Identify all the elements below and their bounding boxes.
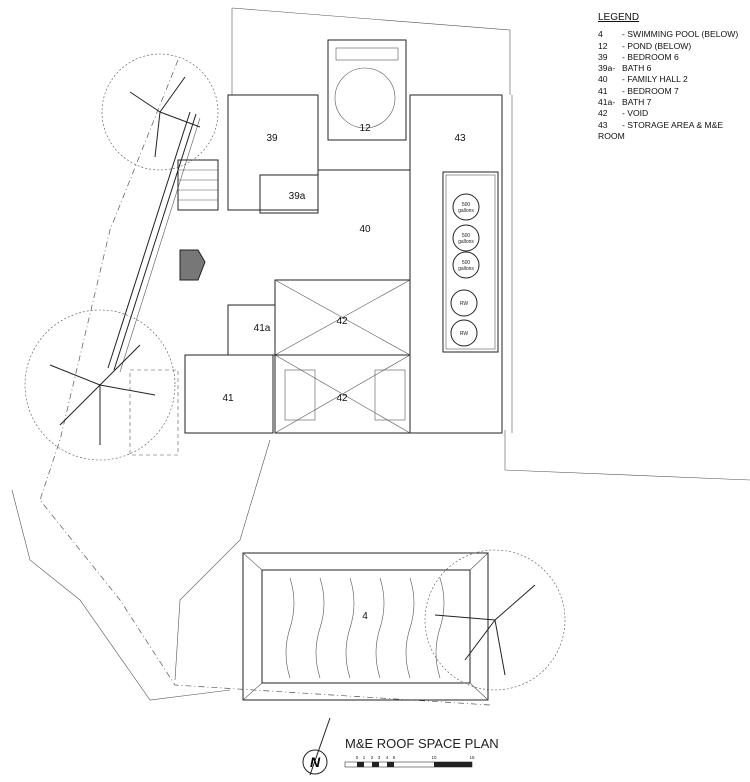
legend-item: 39a-BATH 6 — [598, 63, 652, 74]
legend-item: 39- BEDROOM 6 — [598, 51, 679, 62]
svg-text:1: 1 — [363, 755, 366, 760]
plan-title: M&E ROOF SPACE PLAN — [345, 736, 499, 751]
walls — [129, 94, 513, 456]
room-label-40: 40 — [359, 224, 371, 235]
room-label-42: 42 — [336, 393, 348, 404]
stair-ramp — [107, 111, 219, 373]
room-label-12: 12 — [359, 123, 371, 134]
legend-title: LEGEND — [598, 12, 640, 23]
legend: LEGEND 4- SWIMMING POOL (BELOW) 12- POND… — [598, 12, 750, 142]
north-arrow-icon: N — [302, 717, 331, 776]
svg-text:500: 500 — [462, 202, 471, 208]
svg-text:N: N — [310, 754, 321, 770]
legend-item: 40- FAMILY HALL 2 — [598, 74, 688, 85]
svg-text:500: 500 — [462, 233, 471, 239]
room-label-41a: 41a — [254, 323, 271, 334]
svg-text:15: 15 — [469, 755, 475, 760]
room-label-43: 43 — [454, 133, 466, 144]
room-label-4: 4 — [362, 611, 368, 622]
svg-text:5: 5 — [393, 755, 396, 760]
legend-item: 43- STORAGE AREA & M&E ROOM — [598, 119, 724, 141]
room-label-42: 42 — [336, 316, 348, 327]
svg-text:4: 4 — [386, 755, 389, 760]
svg-text:3: 3 — [378, 755, 381, 760]
feature-tile — [179, 249, 206, 281]
swimming-pool — [242, 552, 489, 701]
svg-text:RW: RW — [460, 301, 469, 307]
legend-item: 41- BEDROOM 7 — [598, 85, 679, 96]
svg-text:500: 500 — [462, 260, 471, 266]
tank-rw-1: RW — [450, 289, 478, 317]
svg-text:10: 10 — [431, 755, 437, 760]
tree-icon — [424, 549, 566, 691]
svg-text:gallons: gallons — [458, 208, 474, 214]
svg-text:0: 0 — [356, 755, 359, 760]
pond — [327, 39, 407, 141]
svg-text:RW: RW — [460, 331, 469, 337]
svg-text:gallons: gallons — [458, 239, 474, 245]
room-label-41: 41 — [222, 393, 234, 404]
site-boundary — [11, 7, 750, 706]
legend-item: 41a-BATH 7 — [598, 97, 652, 108]
legend-item: 12- POND (BELOW) — [598, 40, 692, 51]
legend-item: 4- SWIMMING POOL (BELOW) — [598, 29, 739, 40]
svg-text:gallons: gallons — [458, 266, 474, 272]
room-label-39a: 39a — [289, 191, 306, 202]
tree-icon — [24, 309, 176, 461]
tree-icon — [101, 53, 219, 171]
tank-rw-2: RW — [450, 319, 478, 347]
room-label-39: 39 — [266, 133, 278, 144]
legend-item: 42- VOID — [598, 108, 649, 119]
svg-text:2: 2 — [371, 755, 374, 760]
